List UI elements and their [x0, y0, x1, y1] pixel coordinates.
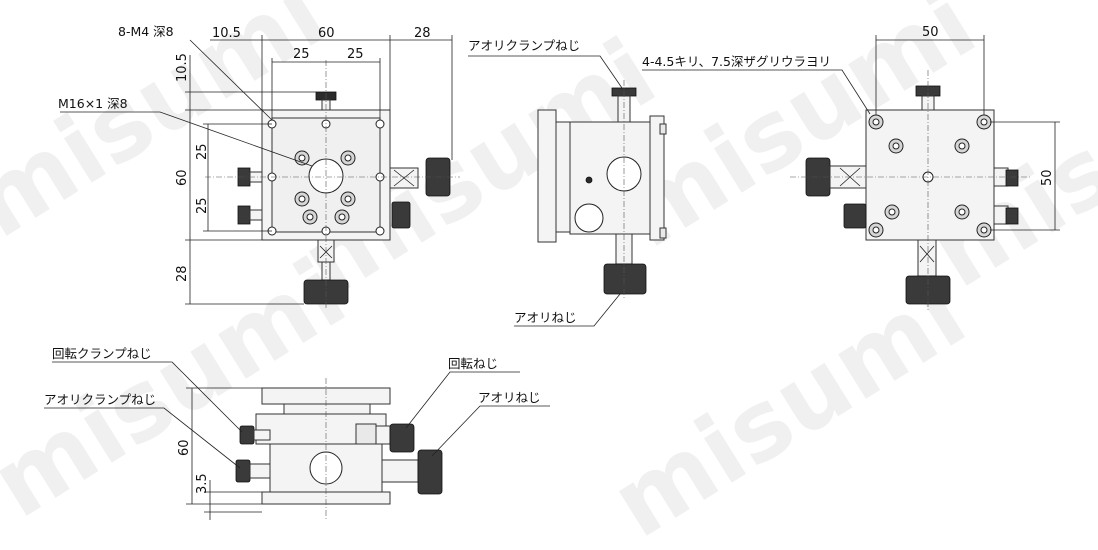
- dim-top-60: 60: [318, 26, 335, 41]
- label-counterbore: 4-4.5キリ、7.5深ザグリウラヨリ: [642, 54, 831, 69]
- dim-right-50-h: 50: [922, 25, 939, 40]
- right-left-lower-knob: [843, 203, 867, 229]
- left-knob-lower: [237, 205, 251, 225]
- label-rot-screw: 回転ねじ: [448, 356, 498, 371]
- inner-holes: [884, 138, 970, 220]
- label-tilt-screw-mid: アオリねじ: [514, 310, 577, 325]
- side-flange: [537, 109, 557, 243]
- rot-clamp-knob: [239, 425, 255, 445]
- dim-left-10-5: 10.5: [175, 53, 190, 82]
- dim-top-28: 28: [414, 26, 431, 41]
- plan-view-right: 50 50 4-4.5キリ、7.5深ザグリウラヨリ: [642, 25, 1060, 310]
- dim-left-28: 28: [175, 265, 190, 282]
- label-rot-clamp: 回転クランプねじ: [52, 346, 152, 361]
- dim-bottom-60: 60: [177, 439, 192, 456]
- label-tilt-screw-bottom: アオリねじ: [478, 390, 541, 405]
- dim-bottom-3-5: 3.5: [195, 473, 210, 494]
- side-bottom-knob: [603, 263, 647, 295]
- label-tilt-clamp-bottom: アオリクランプねじ: [44, 392, 156, 407]
- label-tilt-clamp-top: アオリクランプねじ: [468, 38, 580, 53]
- dim-left-25-a: 25: [195, 143, 210, 160]
- counterbore-holes: [294, 150, 356, 225]
- label-m16-hole: M16×1 深8: [58, 96, 128, 111]
- front-view-bottom: 60 3.5 回転クランプねじ アオリクランプねじ 回転ねじ アオリねじ: [44, 346, 550, 520]
- dim-right-50-v: 50: [1040, 169, 1055, 186]
- rot-screw-knob: [389, 423, 415, 453]
- dim-top-25-a: 25: [293, 47, 310, 62]
- label-m4-holes: 8-M4 深8: [118, 24, 174, 39]
- plan-view-left: 10.5 60 28 25 25 10.5 25 60 25 28 8-M4 深…: [58, 24, 460, 310]
- dim-left-60: 60: [175, 169, 190, 186]
- tilt-clamp-knob: [235, 459, 251, 483]
- dim-top-25-b: 25: [347, 47, 364, 62]
- tilt-screw-knob: [417, 449, 443, 495]
- side-view-middle: アオリクランプねじ アオリねじ: [468, 38, 667, 327]
- corner-counterbores: [868, 114, 992, 238]
- dim-top-10-5: 10.5: [212, 26, 241, 41]
- right-clamp-knob: [391, 201, 411, 229]
- dim-left-25-b: 25: [195, 197, 210, 214]
